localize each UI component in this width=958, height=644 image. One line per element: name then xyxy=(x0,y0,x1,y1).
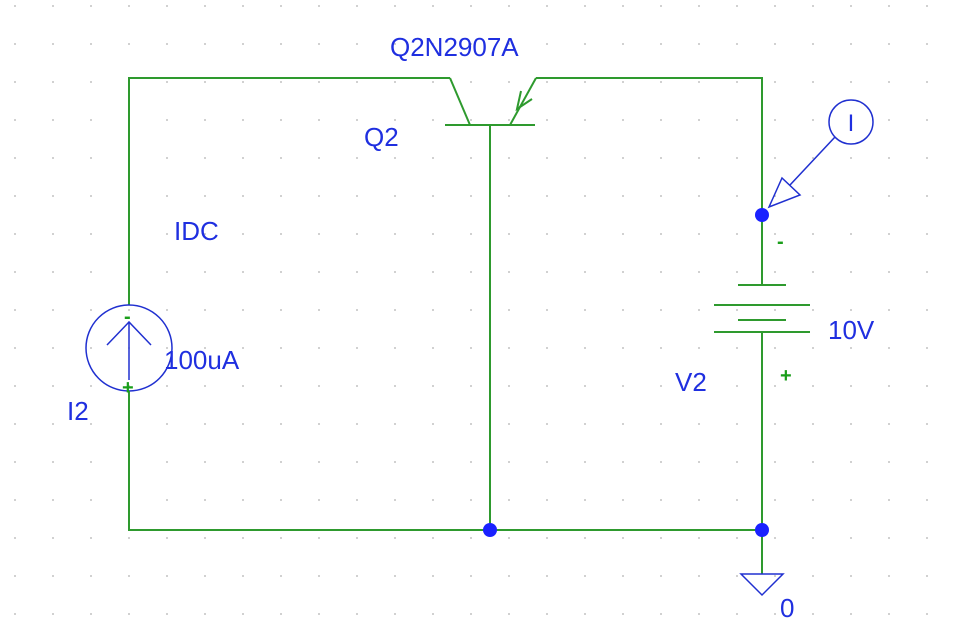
emitter-arrow-icon xyxy=(515,90,533,112)
current-source-type-label[interactable]: IDC xyxy=(174,216,219,246)
wires xyxy=(128,77,763,574)
node-right-top[interactable] xyxy=(755,208,769,222)
ground-icon xyxy=(739,573,785,597)
probe-arrow-icon xyxy=(767,176,802,209)
wire-left-top[interactable] xyxy=(128,77,450,262)
voltage-source-v2[interactable] xyxy=(714,284,810,333)
node-bottom-right[interactable] xyxy=(755,523,769,537)
voltage-source-pin-minus: - xyxy=(777,231,784,253)
wire-bottom[interactable] xyxy=(128,438,762,531)
transistor-model-label[interactable]: Q2N2907A xyxy=(390,32,519,62)
voltage-source-ref-label[interactable]: V2 xyxy=(675,367,707,397)
current-probe[interactable]: I xyxy=(767,99,874,209)
node-bottom-mid[interactable] xyxy=(483,523,497,537)
transistor-ref-label[interactable]: Q2 xyxy=(364,122,399,152)
wire-right-top[interactable] xyxy=(536,77,763,215)
voltage-source-value-label[interactable]: 10V xyxy=(828,315,875,345)
current-source-i2[interactable] xyxy=(85,262,173,438)
current-source-ref-label[interactable]: I2 xyxy=(67,396,89,426)
probe-symbol: I xyxy=(848,110,855,137)
voltage-source-pin-plus: + xyxy=(780,365,792,387)
ground-label[interactable]: 0 xyxy=(780,593,794,623)
current-source-pin-minus: - xyxy=(124,306,131,328)
current-source-value-label[interactable]: 100uA xyxy=(164,345,240,375)
ground-symbol[interactable] xyxy=(739,573,785,597)
current-source-pin-plus: + xyxy=(122,377,134,399)
grid-dots xyxy=(14,5,928,615)
transistor-q2[interactable] xyxy=(445,77,537,126)
